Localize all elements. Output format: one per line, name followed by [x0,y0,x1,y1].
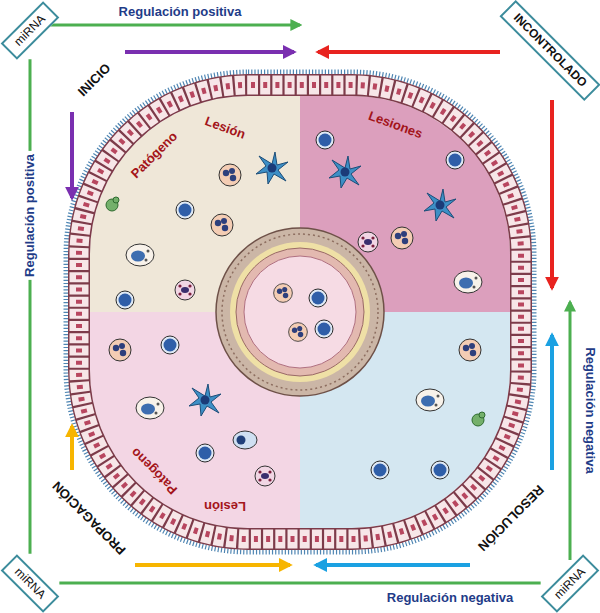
neutrophil-cell [109,339,131,361]
neutrophil-cell [219,164,241,186]
pathogen [472,412,485,426]
dendritic-cell [424,189,456,221]
node-text: INCONTROLADO [510,10,589,89]
lymphocyte-cell [116,291,134,309]
regulation-label: Regulación positiva [116,5,245,20]
plasma-cell [233,431,257,449]
resolution-arrow [550,335,554,470]
neutrophil-cell [459,339,481,361]
lymphocyte-cell [309,289,327,307]
immune-cells [106,131,485,486]
node-text: miRNA [11,11,48,48]
state-box: INCONTROLADO [499,0,600,101]
granulocyte-cell [175,280,195,300]
regulation-label: Regulación positiva [23,151,38,280]
tissue-label: Patógeno [127,442,182,497]
uncontrolled-arrow [550,100,554,288]
epithelial-nuclei [79,85,521,539]
phase-arrows [48,25,570,565]
lymphocyte-cell [316,131,334,149]
phase-label: PROPAGACIÓN [50,477,129,556]
granulocyte-cell [358,232,378,252]
vessel-wall-texture [222,234,378,390]
neutrophil-cell [289,323,308,342]
initiation-arrow [125,50,294,54]
mirna-box: miRNA [1,1,60,60]
phase-label: RESOLUCIÓN [474,481,546,553]
uncontrolled-arrow [318,50,500,54]
node-text: miRNA [551,564,588,601]
epithelial-cells [79,85,521,539]
propagation-arrow [135,563,290,567]
mirna-box: miRNA [541,554,600,613]
tissue-label: Lesiones [364,108,426,143]
neutrophil-cell [211,214,233,236]
phase-label: INICIO [76,61,115,100]
propagation-arrow [70,426,74,470]
resolution-arrow [316,563,470,567]
vessel-endothelium [236,248,364,376]
tissue-label: Lesión [201,113,249,143]
regulation-arrow [569,302,572,560]
lymphocyte-cell [446,151,464,169]
lymphocyte-cell [161,336,179,354]
pathogen [106,197,119,211]
vessel-wall [216,228,384,396]
tissue-label: Lesión [202,498,248,513]
macrophage-cell [454,271,482,293]
neutrophil-cell [274,284,293,303]
tissue-quadrants [90,96,510,528]
mirna-box: miRNA [1,554,60,613]
epithelium-border [79,85,521,539]
cilia [66,72,534,552]
lymphocyte-cell [176,201,194,219]
tissue-label: Patógeno [127,127,182,182]
macrophage-cell [126,244,154,266]
regulation-line [29,59,32,553]
blood-vessel [216,228,384,396]
lymphocyte-cell [371,461,389,479]
dendritic-cell [189,384,221,416]
vessel-layer [230,242,370,382]
macrophage-cell [136,397,164,419]
dendritic-cell [329,156,361,188]
lymphocyte-cell [196,444,214,462]
neutrophil-cell [391,227,413,249]
granulocyte-cell [255,466,275,486]
vessel-lumen [244,256,356,368]
lymphocyte-cell [315,320,333,338]
dendritic-cell [256,152,288,184]
initiation-arrow [70,112,74,198]
macrophage-cell [416,389,444,411]
regulation-label: Regulación negativa [582,344,597,476]
regulation-arrow [48,24,300,27]
regulation-label: Regulación negativa [384,591,516,606]
node-text: miRNA [11,564,48,601]
regulation-line [59,582,540,585]
lymphocyte-cell [431,461,449,479]
